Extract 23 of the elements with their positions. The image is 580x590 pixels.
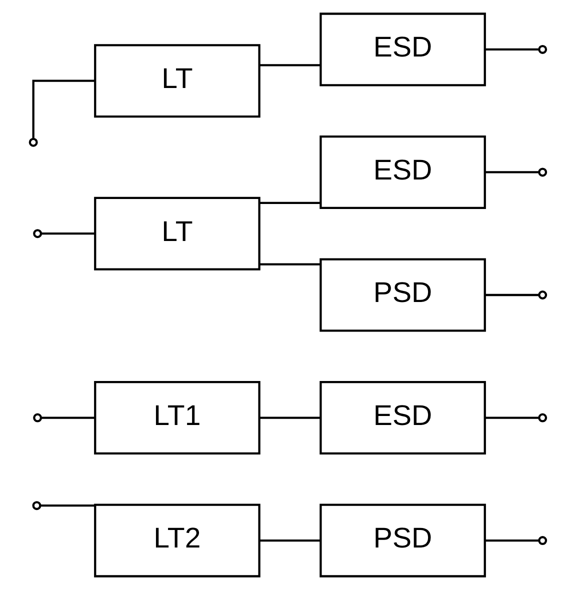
node-box: LT2: [94, 504, 260, 578]
connector: [40, 504, 95, 507]
node-box: LT: [94, 196, 260, 270]
connector: [260, 539, 320, 542]
node-box: ESD: [320, 135, 486, 209]
node-box: LT1: [94, 381, 260, 455]
node-box: ESD: [320, 12, 486, 86]
connector: [484, 294, 540, 296]
connector: [484, 539, 540, 542]
connector: [484, 48, 540, 51]
connector: [260, 416, 320, 419]
node-box: PSD: [320, 258, 486, 332]
node-box: PSD: [320, 504, 486, 578]
connector: [484, 416, 540, 419]
connector: [484, 171, 540, 174]
connector: [41, 416, 96, 419]
connector: [260, 64, 320, 66]
connector: [32, 80, 95, 139]
connector: [41, 232, 96, 235]
connector: [260, 263, 320, 266]
connector: [260, 202, 320, 204]
node-box: LT: [94, 44, 260, 118]
node-box: ESD: [320, 381, 486, 455]
